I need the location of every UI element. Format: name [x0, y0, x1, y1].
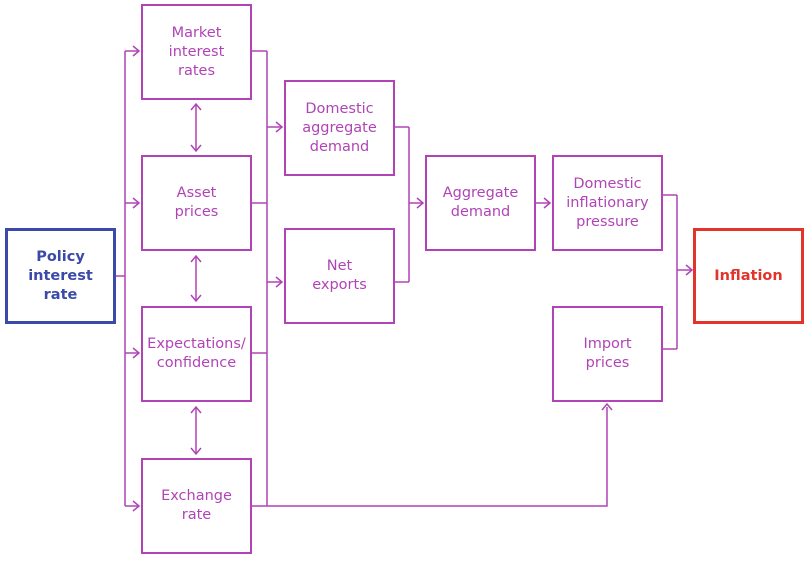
- arrowhead-to-market-rates: [132, 45, 141, 57]
- node-label: Expectations/ confidence: [147, 336, 246, 371]
- arrowhead-up-2: [190, 254, 202, 263]
- node-import-prices: Import prices: [552, 306, 663, 402]
- arrowhead-to-aggregate-demand: [416, 197, 425, 209]
- node-label: Aggregate demand: [442, 185, 519, 220]
- arrowhead-down-1: [190, 144, 202, 153]
- node-label: Net exports: [312, 258, 367, 293]
- node-label: Exchange rate: [161, 488, 232, 523]
- node-exchange-rate: Exchange rate: [141, 458, 252, 554]
- node-asset-prices: Asset prices: [141, 155, 252, 251]
- node-inflation: Inflation: [693, 228, 804, 324]
- arrowhead-to-import-prices: [601, 402, 613, 411]
- arrowhead-to-inflation: [685, 264, 694, 276]
- node-policy-interest-rate: Policy interest rate: [5, 228, 116, 324]
- node-domestic-aggregate-demand: Domestic aggregate demand: [284, 80, 395, 176]
- arrowhead-down-3: [190, 447, 202, 456]
- node-label: Import prices: [583, 336, 632, 371]
- arrowhead-to-net-exports: [275, 276, 284, 288]
- node-label: Policy interest rate: [28, 248, 93, 303]
- arrowhead-up-3: [190, 405, 202, 414]
- node-label: Domestic aggregate demand: [302, 100, 377, 155]
- arrowhead-to-expectations: [132, 347, 141, 359]
- arrowhead-to-exchange-rate: [132, 500, 141, 512]
- node-label: Inflation: [714, 267, 783, 284]
- arrowhead-down-2: [190, 294, 202, 303]
- node-label: Market interest rates: [168, 24, 225, 79]
- node-aggregate-demand: Aggregate demand: [425, 155, 536, 251]
- node-label: Asset prices: [174, 185, 219, 220]
- arrowhead-to-pressure: [543, 197, 552, 209]
- node-net-exports: Net exports: [284, 228, 395, 324]
- connector-exchange-to-import: [252, 407, 608, 507]
- node-domestic-inflationary-pressure: Domestic inflationary pressure: [552, 155, 663, 251]
- node-label: Domestic inflationary pressure: [566, 175, 649, 230]
- arrowhead-to-asset-prices: [132, 197, 141, 209]
- node-expectations-confidence: Expectations/ confidence: [141, 306, 252, 402]
- arrowhead-up-1: [190, 102, 202, 111]
- node-market-interest-rates: Market interest rates: [141, 4, 252, 100]
- arrowhead-to-domestic-demand: [275, 121, 284, 133]
